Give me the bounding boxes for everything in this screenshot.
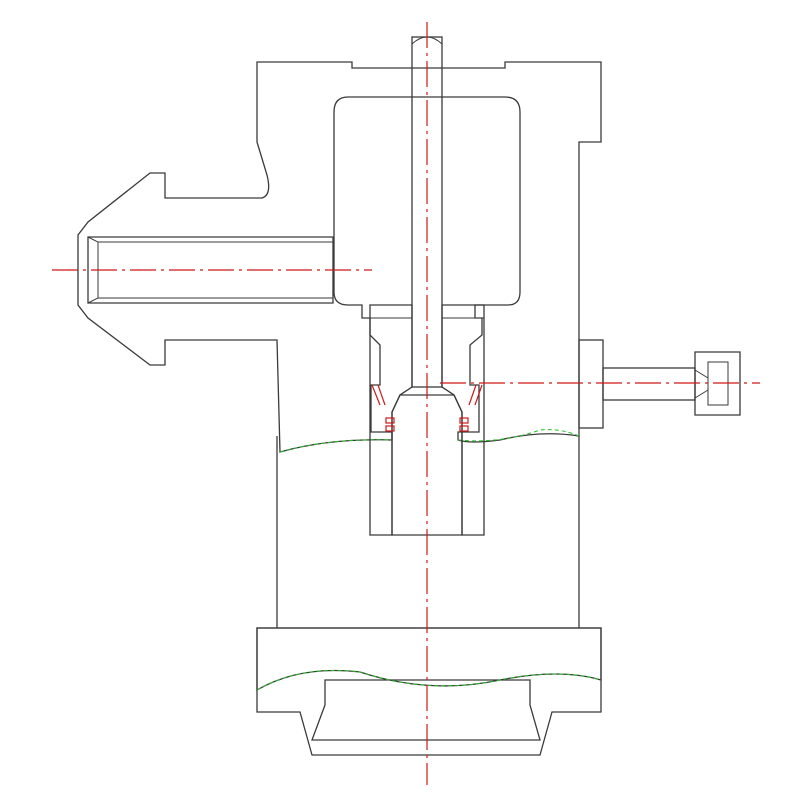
- o-ring-left-2: [385, 425, 395, 432]
- o-ring-left-1: [385, 417, 395, 424]
- centerlines: [52, 22, 760, 785]
- break-line-upper: [279, 429, 580, 453]
- seat-bushing: [369, 304, 485, 536]
- side-plug-fitting: [578, 339, 741, 429]
- o-ring-right-1: [459, 417, 469, 424]
- bottom-flange: [256, 627, 602, 756]
- seal-groove-right: [468, 384, 483, 406]
- seal-rings: [371, 384, 483, 432]
- break-line-lower: [256, 670, 602, 691]
- valve-body-lower: [276, 429, 580, 628]
- valve-body-upper: [77, 61, 602, 453]
- seal-groove-left: [371, 384, 386, 406]
- o-ring-right-2: [459, 425, 469, 432]
